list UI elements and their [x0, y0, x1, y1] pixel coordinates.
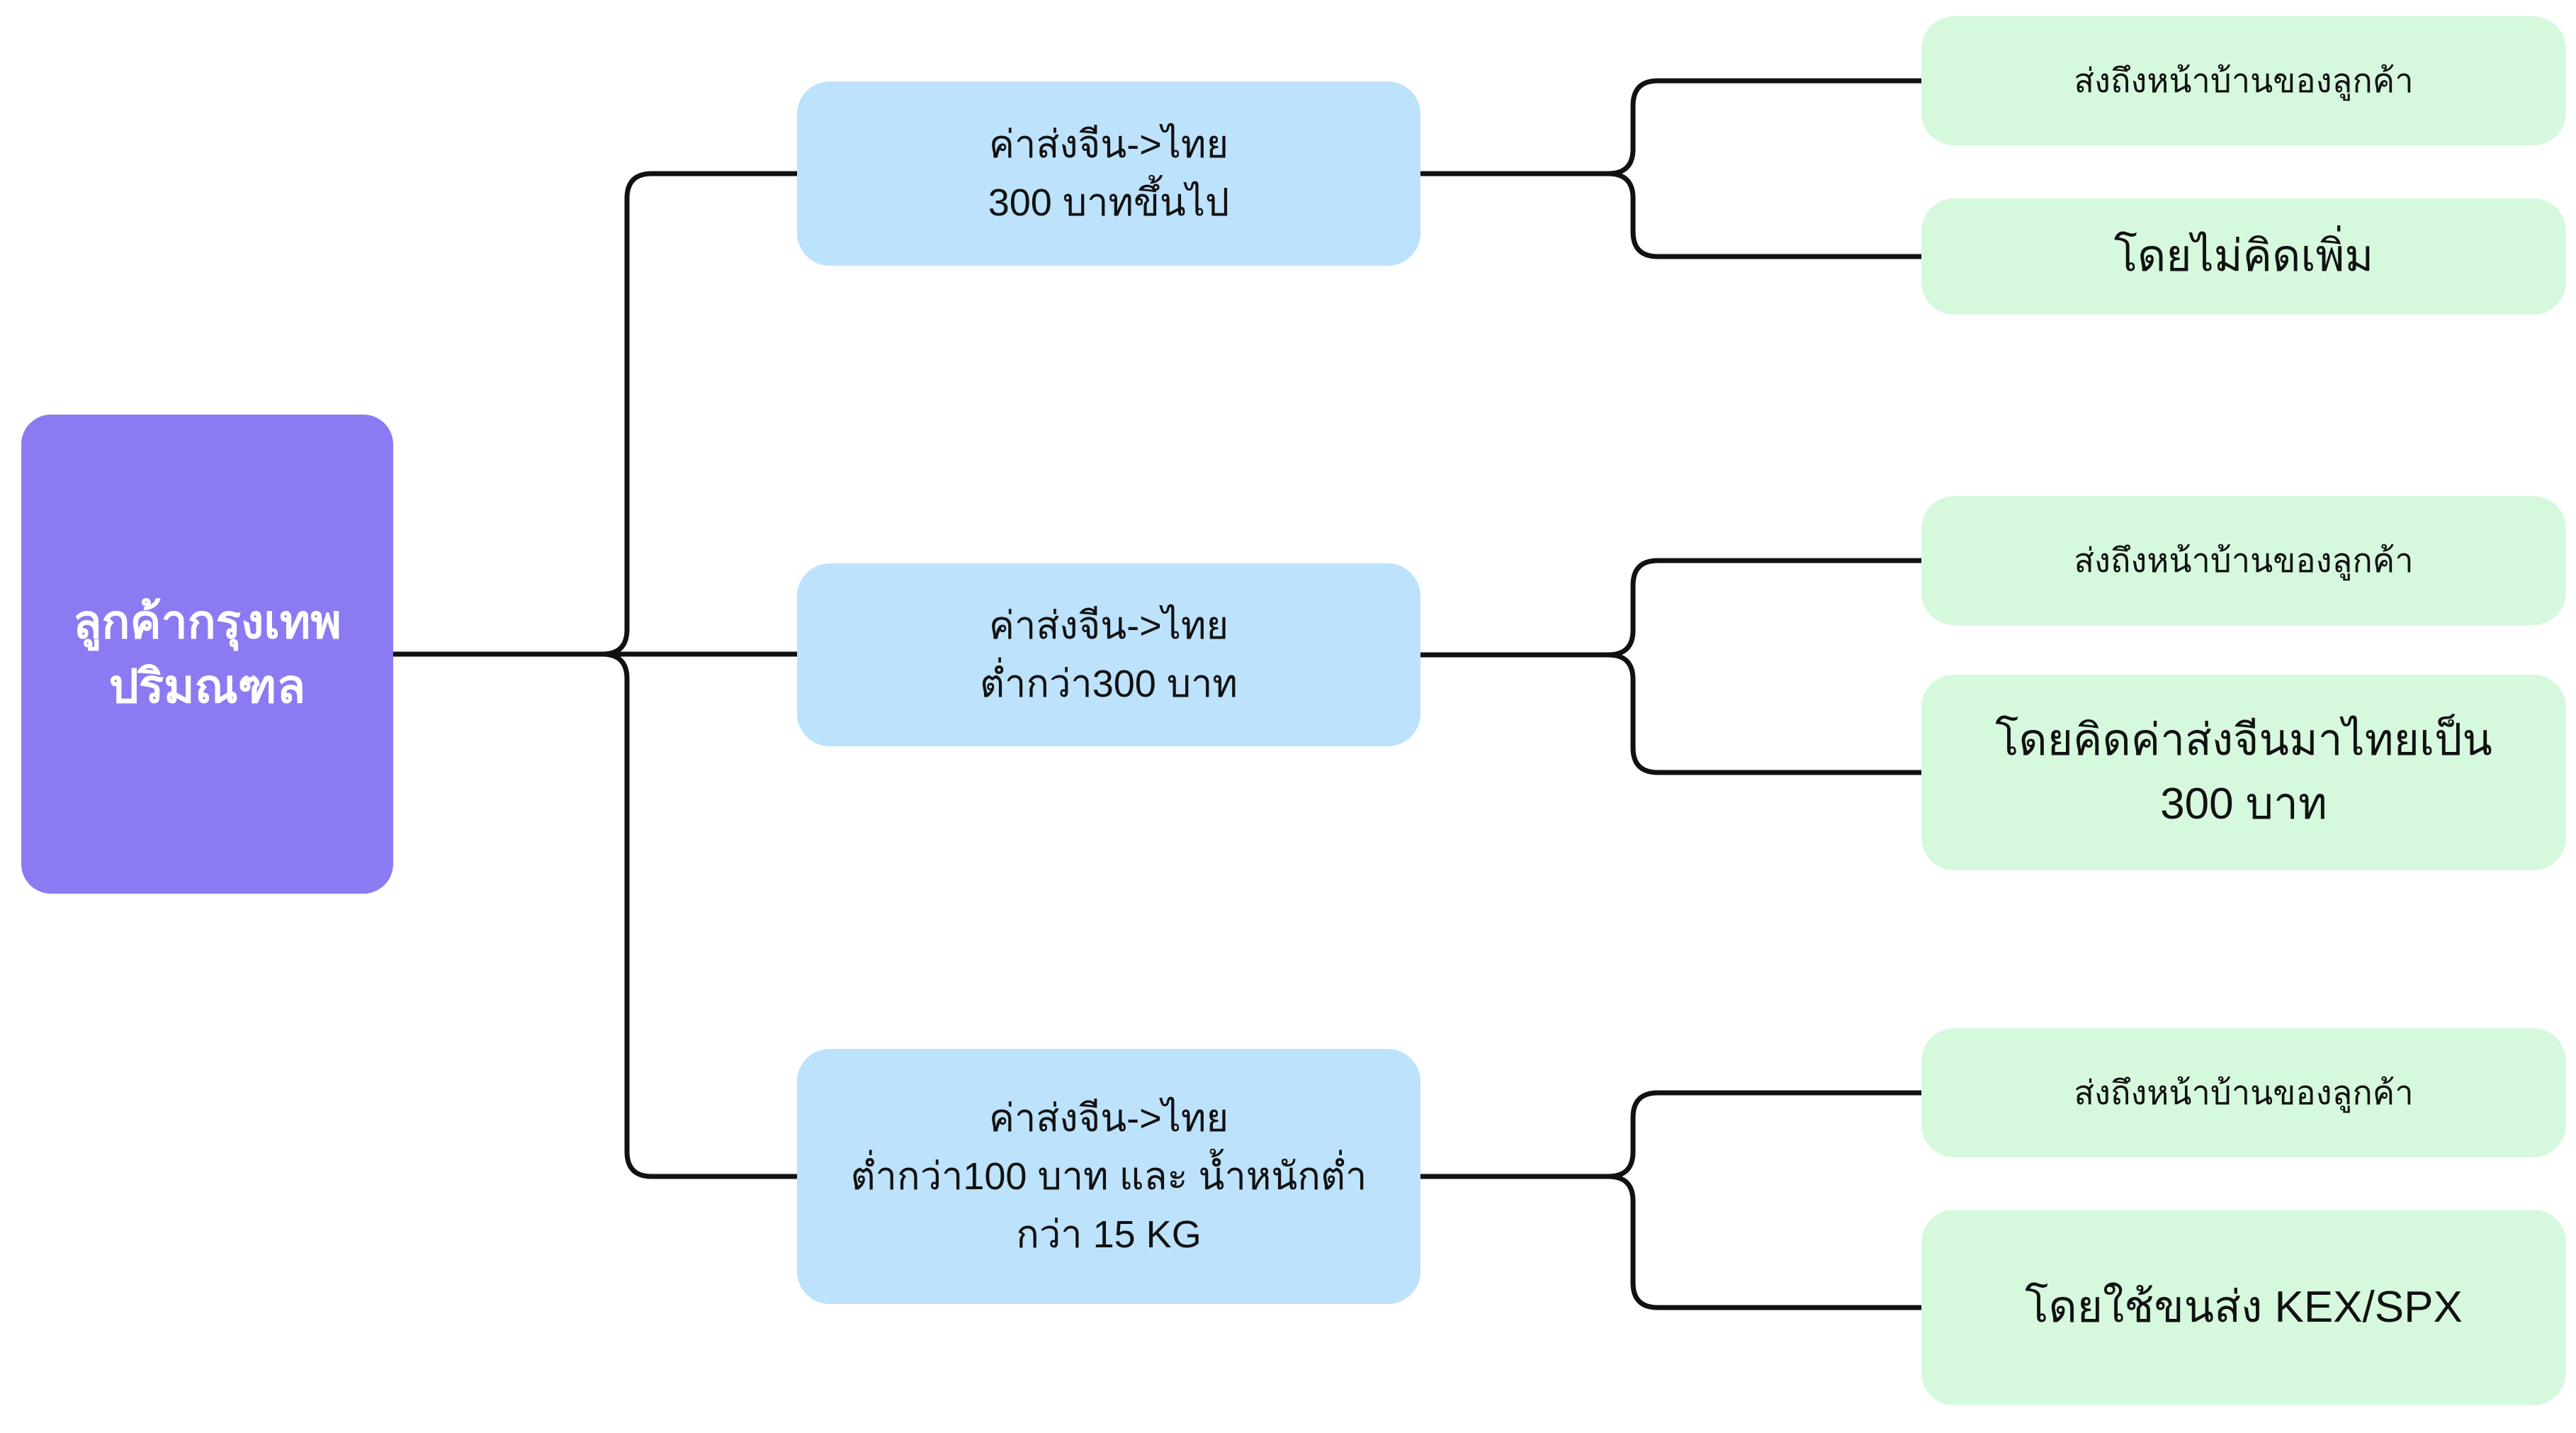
outcome-node-3b: โดยใช้ขนส่ง KEX/SPX — [1921, 1210, 2566, 1405]
branch3-bottom-line — [1605, 1174, 1924, 1310]
branch2-bottom-line — [1605, 652, 1924, 775]
outcome-node-3a: ส่งถึงหน้าบ้านของลูกค้า — [1921, 1028, 2566, 1157]
outcome-node-1b: โดยไม่คิดเพิ่ม — [1921, 198, 2566, 315]
branch2-top-line — [1605, 558, 1924, 658]
branch1-bottom-line — [1605, 171, 1924, 259]
branch1-top-line — [1605, 78, 1924, 176]
root-node: ลูกค้ากรุงเทพ ปริมณฑล — [21, 415, 393, 894]
condition-node-2: ค่าส่งจีน->ไทย ต่ำกว่า300 บาท — [797, 563, 1420, 746]
root-branch-top-line — [599, 171, 800, 657]
outcome-node-2a: ส่งถึงหน้าบ้านของลูกค้า — [1921, 496, 2566, 625]
branch3-top-line — [1605, 1090, 1924, 1179]
root-branch-bottom-line — [599, 651, 800, 1179]
condition-node-1: ค่าส่งจีน->ไทย 300 บาทขึ้นไป — [797, 82, 1420, 266]
outcome-node-1a: ส่งถึงหน้าบ้านของลูกค้า — [1921, 16, 2566, 145]
condition-node-3: ค่าส่งจีน->ไทย ต่ำกว่า100 บาท และ น้ำหนั… — [797, 1049, 1420, 1304]
outcome-node-2b: โดยคิดค่าส่งจีนมาไทยเป็น 300 บาท — [1921, 675, 2566, 870]
